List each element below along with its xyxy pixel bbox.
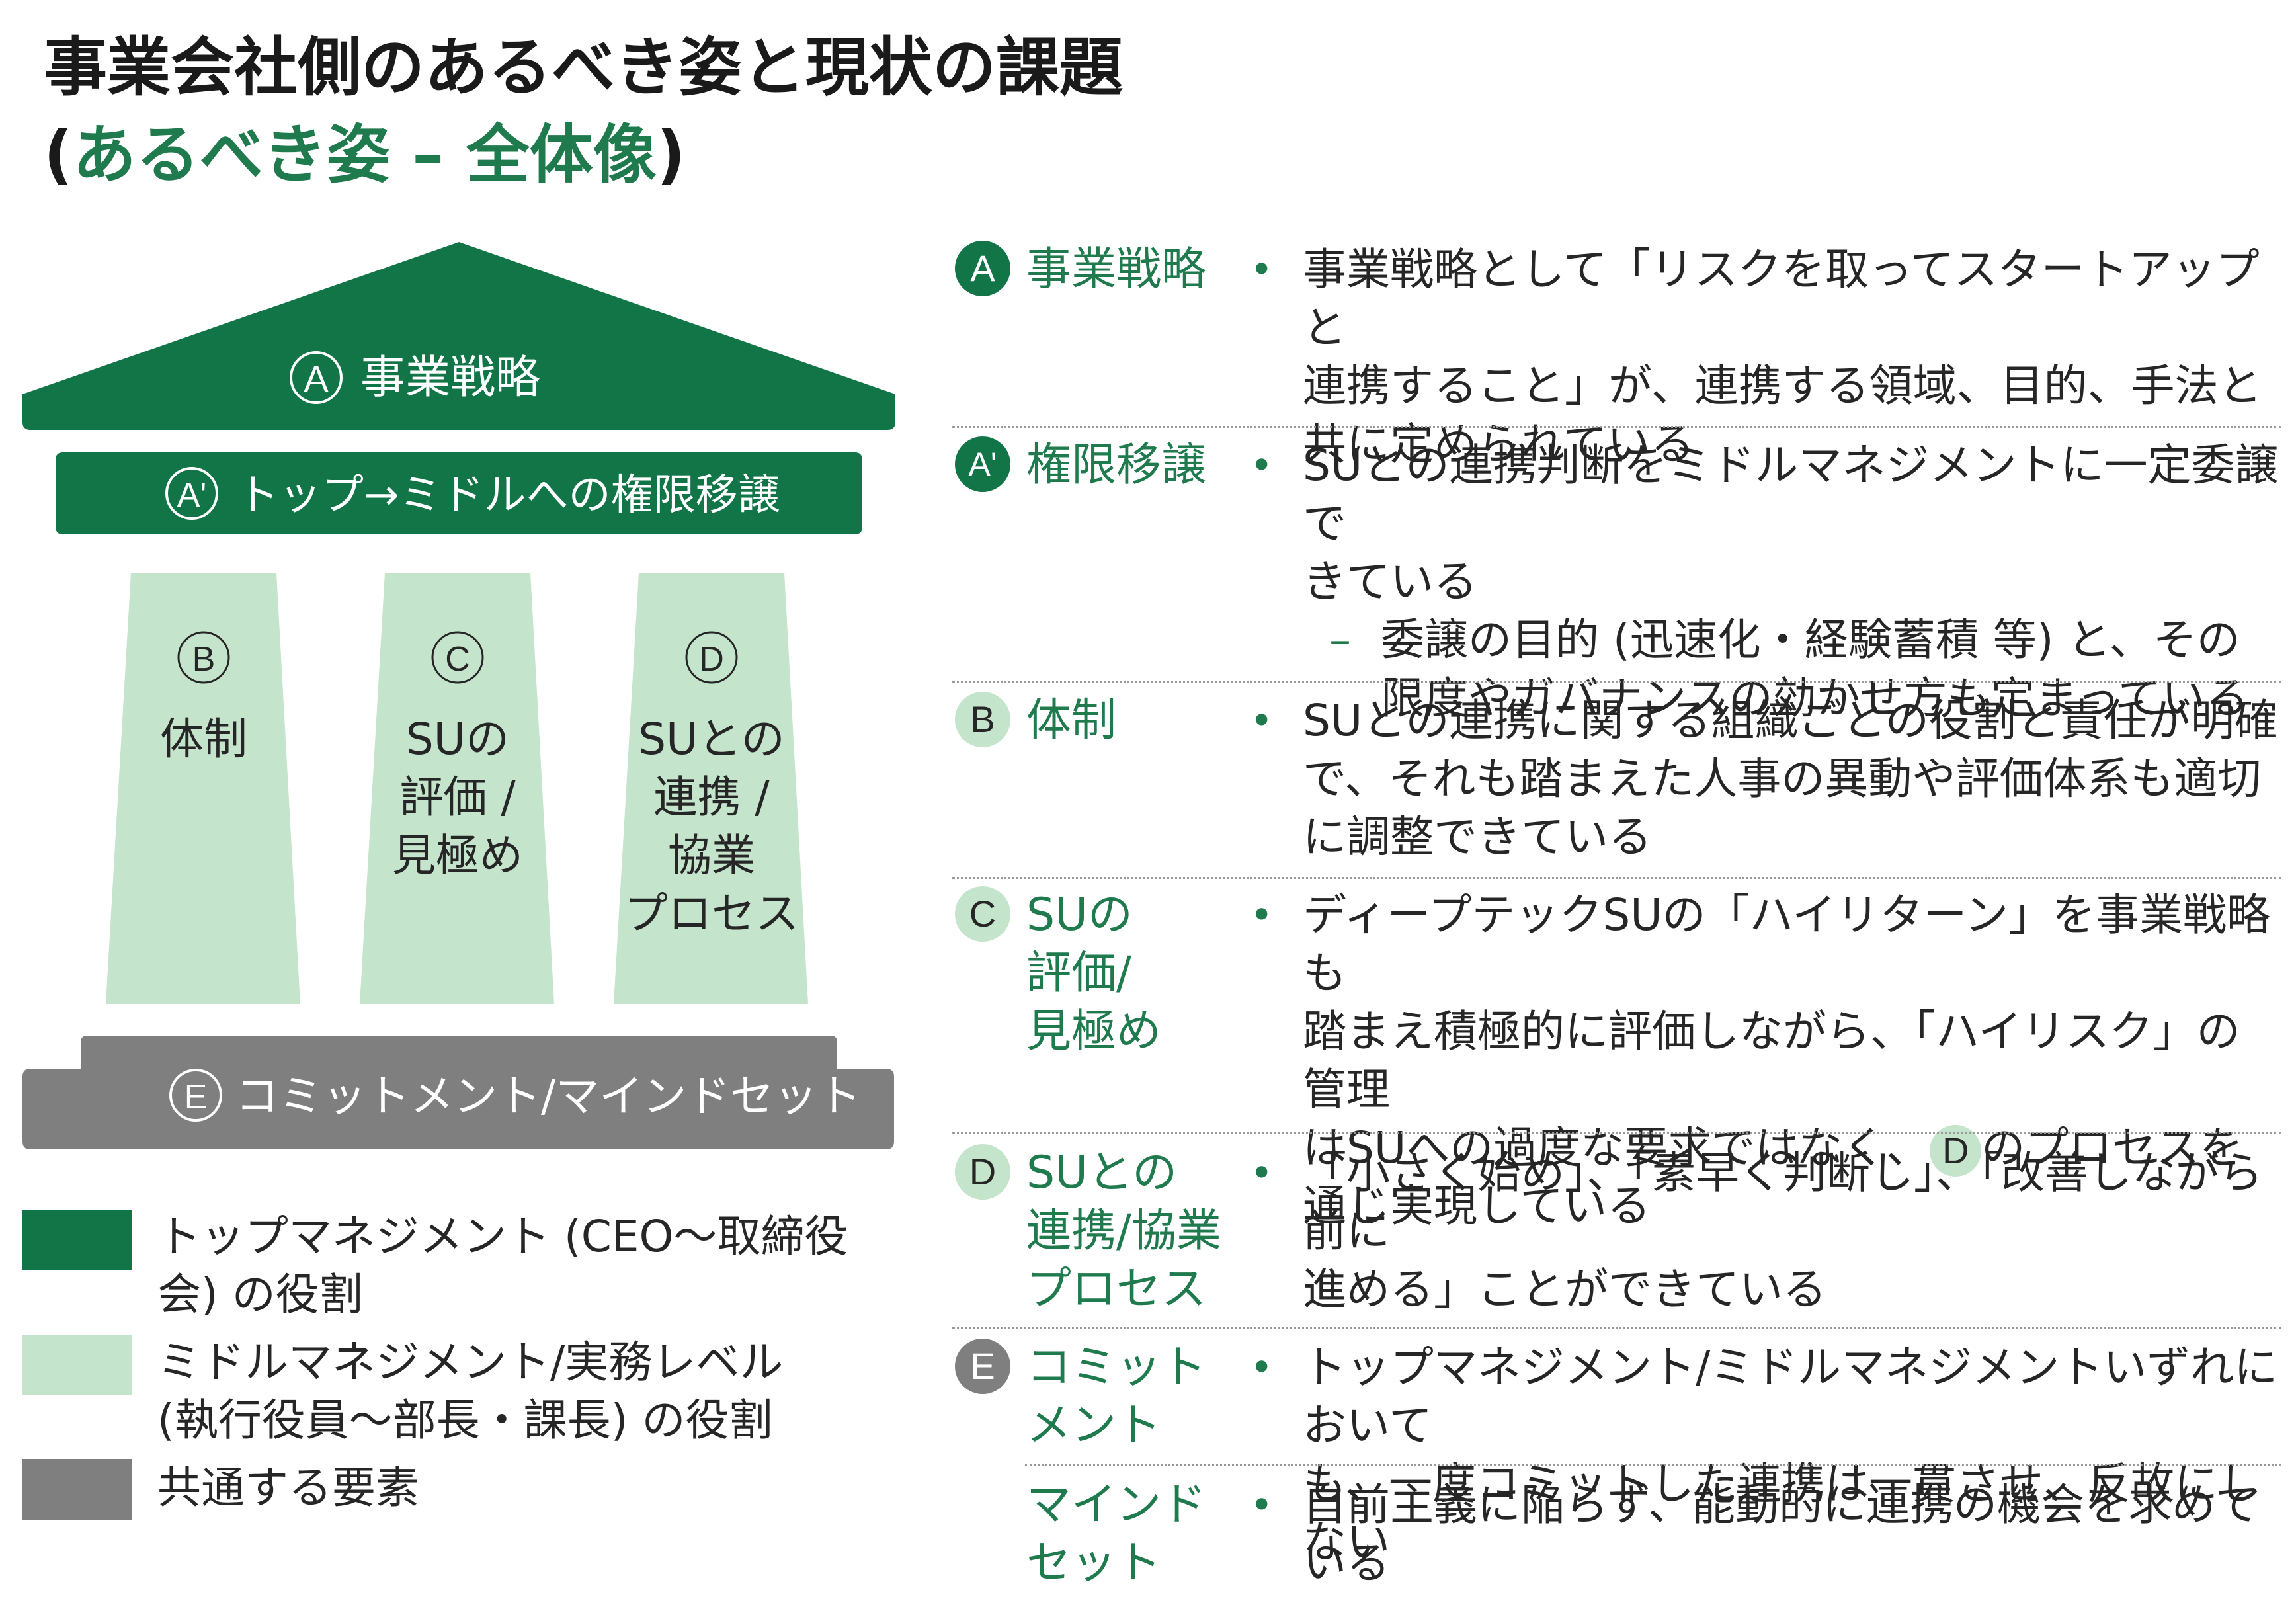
row-d-bullet: • (1250, 1150, 1274, 1196)
pillar-d-label-1: SUとの (638, 714, 785, 765)
legend-swatch-common (22, 1459, 132, 1520)
legend-text-middle: ミドルマネジメント/実務レベル (執行役員～部長・課長) の役割 (157, 1333, 783, 1450)
pillar-c (360, 573, 554, 1004)
beam-label: トップ→ミドルへの権限移譲 (237, 471, 780, 520)
legend-common-line-1: 共通する要素 (157, 1462, 419, 1513)
pillar-c-badge-circle (431, 631, 484, 684)
legend-top-line-2: 会) の役割 (157, 1269, 363, 1320)
divider-4 (952, 1132, 2281, 1134)
row-e-description: トップマネジメント/ミドルマネジメントいずれにおいて も、一度コミットした連携は… (1303, 1342, 2278, 1567)
row-mindset: マインド セット • 自前主義に陥らず、能動的に連携の機会を求めて いる (952, 1476, 2281, 1595)
legend-top-line-1: トップマネジメント (CEO～取締役 (157, 1211, 848, 1262)
roof-badge-circle (290, 351, 343, 404)
row-mindset-category: マインド セット (1026, 1479, 1207, 1589)
pillar-d-label-2: 連携 / (653, 772, 770, 823)
legend-swatch-top (22, 1210, 132, 1270)
base (22, 1036, 894, 1149)
row-a-prime-category: 権限移譲 (1026, 439, 1207, 491)
row-commitment: E コミット メント • トップマネジメント/ミドルマネジメントいずれにおいて … (952, 1339, 2281, 1567)
legend-text-common: 共通する要素 (157, 1459, 419, 1517)
pillar-c-label-1: SUの (406, 714, 509, 765)
beam-badge-circle (165, 467, 218, 520)
pillar-d-label-3: 協業 (668, 830, 755, 881)
row-e-badge: E (955, 1339, 1010, 1394)
pillar-b-badge-letter: B (192, 640, 216, 679)
page-title: 事業会社側のあるべき姿と現状の課題 (44, 30, 1123, 104)
row-c-bullet: • (1250, 892, 1274, 938)
pillar-d-badge-letter: D (699, 640, 724, 679)
legend-middle-line-1: ミドルマネジメント/実務レベル (157, 1337, 784, 1388)
row-c-description: ディープテックSUの「ハイリターン」を事業戦略も 踏まえ積極的に評価しながら、「… (1303, 890, 2271, 1231)
row-d-category: SUとの 連携/協業 プロセス (1026, 1147, 1221, 1315)
row-a-prime-bullet: • (1250, 442, 1274, 489)
row-a-prime-description: SUとの連携判断をミドルマネジメントに一定委譲で きている – 委譲の目的 (迅… (1303, 436, 2281, 727)
subtitle-close-paren: ) (656, 118, 686, 192)
divider-2 (952, 681, 2281, 683)
row-structure: B 体制 • SUとの連携に関する組織ごとの役割と責任が明確 で、それも踏まえた… (952, 692, 2281, 870)
divider-3 (952, 877, 2281, 879)
row-process: D SUとの 連携/協業 プロセス • 「小さく始め」、「素早く判断し」、「改善… (952, 1144, 2281, 1323)
beam (56, 452, 862, 534)
base-label: コミットメント/マインドセット (235, 1071, 861, 1122)
pillar-b (106, 573, 300, 1004)
beam-badge-letter: A' (177, 476, 207, 515)
temple-diagram: A 事業戦略 A' トップ→ミドルへの権限移譲 B C D 体制 SUの 評価 … (22, 242, 895, 1149)
pillar-b-label-1: 体制 (160, 714, 247, 765)
page-subtitle: (あるべき姿 – 全体像) (44, 123, 686, 187)
row-c-badge: C (955, 886, 1010, 942)
row-b-description: SUとの連携に関する組織ごとの役割と責任が明確 で、それも踏まえた人事の異動や評… (1303, 695, 2278, 862)
roof-label: 事業戦略 (360, 352, 540, 404)
row-b-bullet: • (1250, 698, 1274, 744)
row-a-prime-badge: A' (955, 436, 1010, 492)
row-d-description: 「小さく始め」、「素早く判断し」、「改善しながら前に 進める」ことができている (1303, 1147, 2263, 1315)
row-mindset-description: 自前主義に陥らず、能動的に連携の機会を求めて いる (1303, 1479, 2260, 1589)
divider-6 (1025, 1464, 2281, 1466)
legend-middle-line-2: (執行役員～部長・課長) の役割 (157, 1395, 773, 1446)
row-delegation: A' 権限移譲 • SUとの連携判断をミドルマネジメントに一定委譲で きている … (952, 436, 2281, 724)
legend-swatch-middle (22, 1335, 132, 1395)
legend-text-top: トップマネジメント (CEO～取締役 会) の役割 (157, 1208, 848, 1324)
roof (22, 242, 895, 430)
pillar-b-badge-circle (177, 631, 230, 684)
row-a-category: 事業戦略 (1026, 243, 1207, 296)
row-mindset-bullet: • (1250, 1482, 1274, 1528)
divider-5 (952, 1327, 2281, 1329)
pillar-c-label-3: 見極め (392, 830, 523, 881)
subtitle-green-text: あるべき姿 – 全体像 (72, 118, 657, 192)
roof-badge-letter: A (304, 358, 329, 399)
row-a-badge: A (955, 241, 1010, 296)
base-badge-letter: E (184, 1078, 208, 1116)
pillar-d (614, 573, 808, 1004)
pillar-d-label-4: プロセス (624, 888, 799, 939)
row-strategy: A 事業戦略 • 事業戦略として「リスクを取ってスタートアップと 連携すること」… (952, 241, 2281, 470)
row-e-bullet: • (1250, 1345, 1274, 1391)
subtitle-open-paren: ( (44, 118, 73, 192)
divider-1 (952, 426, 2281, 428)
row-c-category: SUの 評価/ 見極め (1026, 889, 1162, 1057)
row-e-category: コミット メント (1026, 1341, 1207, 1452)
row-b-category: 体制 (1026, 694, 1117, 747)
base-badge-circle (169, 1069, 222, 1122)
row-b-badge: B (955, 692, 1010, 747)
row-a-bullet: • (1250, 247, 1274, 293)
pillar-d-badge-circle (685, 631, 738, 684)
row-d-badge: D (955, 1144, 1010, 1200)
row-a-prime-sub-item: – 委譲の目的 (迅速化・経験蓄積 等) と、その 限度やガバナンスの効かせ方も… (1329, 614, 2249, 724)
pillar-c-label-2: 評価 / (399, 772, 516, 823)
pillar-c-badge-letter: C (445, 640, 470, 679)
